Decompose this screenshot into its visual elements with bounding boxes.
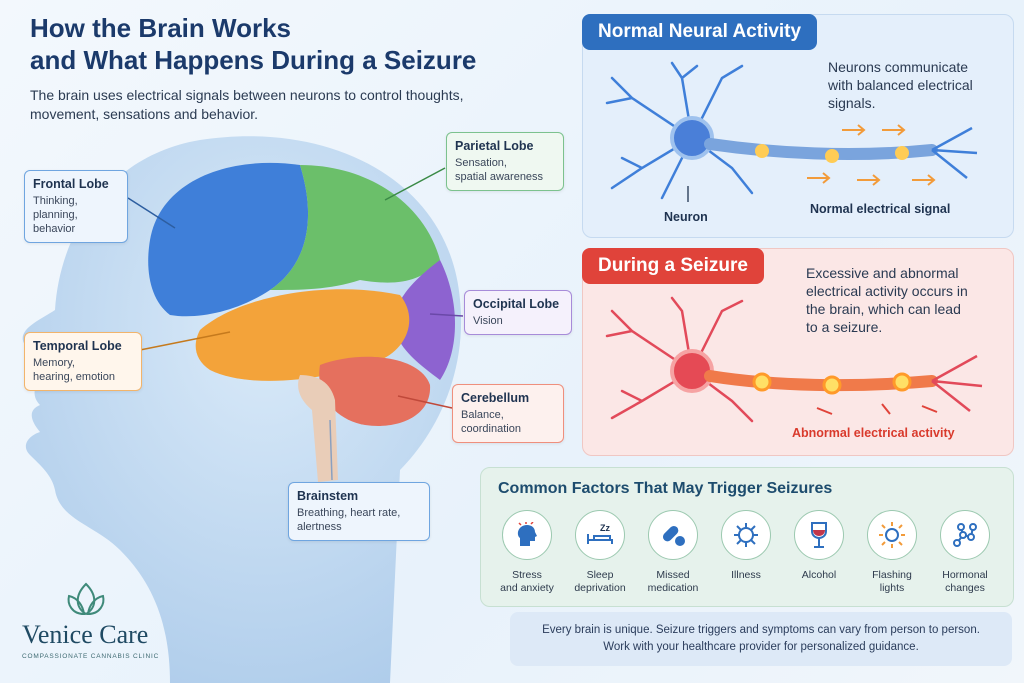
parietal-lobe-desc-1: Sensation, (455, 157, 507, 169)
frontal-lobe-label: Frontal Lobe Thinking, planning, behavio… (24, 170, 128, 243)
sleep-bed-icon: Zz (575, 510, 625, 560)
occipital-lobe-name: Occipital Lobe (473, 297, 560, 311)
title-line-2: and What Happens During a Seizure (30, 45, 477, 75)
seizure-title: During a Seizure (582, 248, 764, 284)
brainstem-name: Brainstem (297, 489, 359, 503)
parietal-lobe-label: Parietal Lobe Sensation, spatial awarene… (446, 132, 564, 191)
factor-hormonal-label-1: Hormonal (942, 569, 988, 581)
normal-text-3: signals. (828, 95, 876, 111)
cerebellum-name: Cerebellum (461, 391, 530, 405)
seizure-neuron-body (670, 349, 714, 393)
disclaimer-line-2: Work with your healthcare provider for p… (603, 641, 919, 653)
factor-sleep-label-2: deprivation (574, 582, 626, 594)
normal-activity-text: Neurons communicate with balanced electr… (828, 58, 1004, 112)
brainstem-shape (298, 375, 338, 482)
seizure-neuron-diagram (605, 296, 983, 423)
seizure-text-3: the brain, which can lead (806, 301, 961, 317)
trigger-factors-title: Common Factors That May Trigger Seizures (498, 480, 833, 497)
factor-illness: Illness (715, 510, 777, 582)
frontal-lobe-desc-2: planning, (33, 209, 78, 221)
frontal-lobe-desc-3: behavior (33, 223, 76, 235)
neuron-label: Neuron (664, 210, 708, 224)
brain-illustration (22, 136, 464, 683)
factor-hormonal-label-2: changes (945, 582, 985, 594)
normal-signal-label: Normal electrical signal (810, 202, 951, 216)
cerebellum-shape (319, 356, 431, 426)
frontal-lobe-name: Frontal Lobe (33, 177, 109, 191)
factor-lights-label-1: Flashing (872, 569, 912, 581)
molecule-icon (940, 510, 990, 560)
seizure-text-4: to a seizure. (806, 319, 883, 335)
normal-text-1: Neurons communicate (828, 59, 969, 75)
cerebellum-desc-2: coordination (461, 423, 521, 435)
cerebellum-label: Cerebellum Balance, coordination (452, 384, 564, 443)
disclaimer-text: Every brain is unique. Seizure triggers … (520, 622, 1002, 656)
stress-head-icon (502, 510, 552, 560)
occipital-lobe-desc-1: Vision (473, 315, 503, 327)
frontal-lobe-shape (148, 162, 309, 317)
factor-stress-label-1: Stress (512, 569, 542, 581)
normal-activity-panel (582, 14, 1014, 238)
disclaimer-line-1: Every brain is unique. Seizure triggers … (542, 624, 980, 636)
pill-icon (648, 510, 698, 560)
brand-name: Venice Care (22, 620, 149, 649)
parietal-lobe-name: Parietal Lobe (455, 139, 534, 153)
brainstem-desc-1: Breathing, heart rate, (297, 507, 401, 519)
normal-neuron-body (670, 116, 714, 160)
page-subtitle: The brain uses electrical signals betwee… (30, 87, 464, 122)
temporal-lobe-name: Temporal Lobe (33, 339, 122, 353)
normal-text-2: with balanced electrical (828, 77, 973, 93)
seizure-text-1: Excessive and abnormal (806, 265, 959, 281)
parietal-lobe-shape (270, 165, 440, 290)
factor-medication-label-1: Missed (656, 569, 690, 581)
temporal-lobe-label: Temporal Lobe Memory, hearing, emotion (24, 332, 142, 391)
factor-medication-label-2: medication (647, 582, 699, 594)
wine-glass-icon (794, 510, 844, 560)
seizure-text-2: electrical activity occurs in (806, 283, 968, 299)
sun-light-icon (867, 510, 917, 560)
parietal-lobe-desc-2: spatial awareness (455, 171, 544, 183)
brand-tagline: COMPASSIONATE CANNABIS CLINIC (22, 653, 160, 660)
title-line-1: How the Brain Works (30, 13, 292, 43)
frontal-lobe-desc-1: Thinking, (33, 195, 78, 207)
factor-sleep-label-1: Sleep (586, 569, 614, 581)
seizure-signal-label: Abnormal electrical activity (792, 426, 955, 440)
factor-alcohol: Alcohol (788, 510, 850, 582)
leaf-logo-icon (67, 582, 105, 616)
factor-stress-label-2: and anxiety (500, 582, 554, 594)
factor-lights-label-2: lights (879, 582, 905, 594)
normal-activity-title: Normal Neural Activity (582, 14, 818, 50)
brainstem-label: Brainstem Breathing, heart rate, alertne… (288, 482, 430, 541)
occipital-lobe-shape (394, 260, 455, 380)
brainstem-desc-2: alertness (297, 521, 342, 533)
page-title: How the Brain Works and What Happens Dur… (30, 12, 476, 76)
cerebellum-desc-1: Balance, (461, 409, 504, 421)
normal-neuron-diagram (605, 61, 978, 202)
factor-alcohol-label-1: Alcohol (801, 569, 837, 581)
svg-text:Zz: Zz (600, 523, 610, 533)
temporal-lobe-desc-2: hearing, emotion (33, 371, 115, 383)
virus-icon (721, 510, 771, 560)
occipital-lobe-label: Occipital Lobe Vision (464, 290, 572, 335)
factor-illness-label-1: Illness (731, 569, 761, 581)
temporal-lobe-desc-1: Memory, (33, 357, 75, 369)
disclaimer-box (510, 612, 1012, 666)
seizure-text: Excessive and abnormal electrical activi… (806, 264, 1006, 336)
